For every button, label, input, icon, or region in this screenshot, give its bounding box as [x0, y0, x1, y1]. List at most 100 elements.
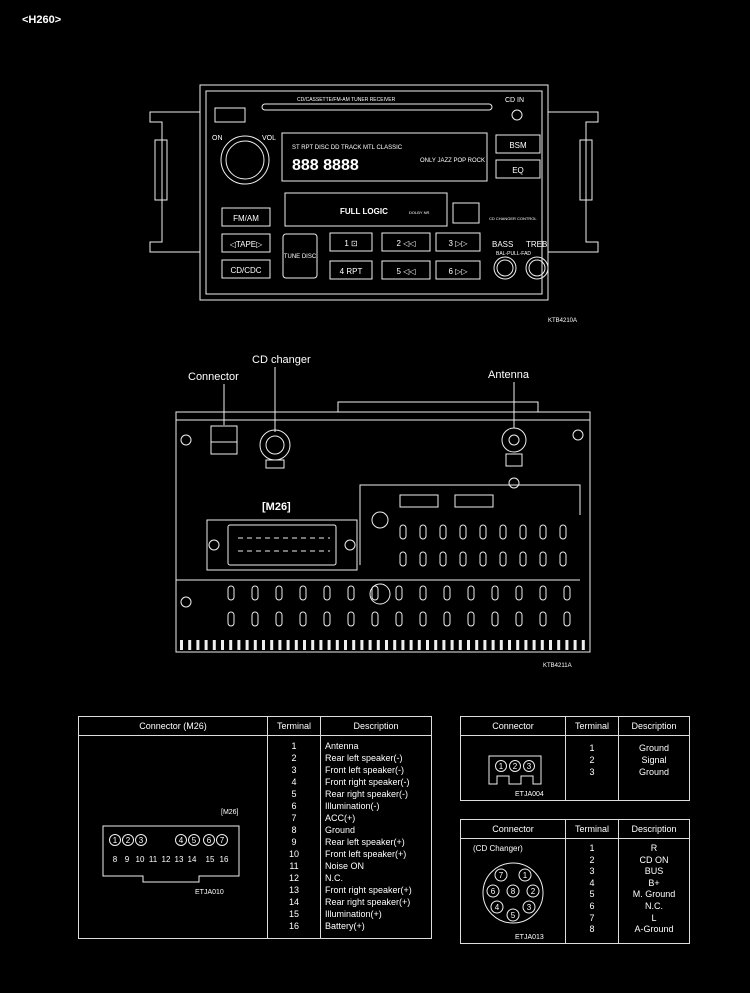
terminal-number: 9	[291, 837, 297, 847]
cdc-connector-label: (CD Changer)	[473, 844, 523, 853]
cooling-fin	[385, 640, 388, 650]
pin-label-8: 8	[511, 887, 516, 896]
terminal-number: 12	[288, 873, 299, 883]
terminal-description: Front right speaker(-)	[325, 777, 410, 787]
preset-1-label: 1 ⊡	[344, 239, 357, 248]
pin-label-1: 1	[523, 871, 528, 880]
cd-changer-pinout-table: Connector Terminal Description (CD Chang…	[460, 819, 690, 944]
m26-pinout-table: Connector (M26) Terminal Description [M2…	[78, 716, 432, 939]
pin-3	[523, 760, 535, 772]
vent-slot	[491, 585, 499, 601]
cooling-fin	[335, 640, 339, 650]
preset-6-button[interactable]	[435, 260, 481, 280]
cooling-fin	[204, 640, 208, 650]
vent-slot	[323, 585, 331, 601]
cooling-fin	[212, 640, 216, 650]
pin-label-8: 8	[113, 855, 118, 864]
vent-slot	[559, 551, 567, 567]
fm-am-button[interactable]	[221, 207, 271, 227]
bsm-button[interactable]	[495, 134, 541, 154]
pin-label-4: 4	[495, 903, 500, 912]
preset-3-label: 3 ▷▷	[449, 239, 469, 248]
vent-slot	[499, 524, 507, 540]
cooling-fin	[467, 640, 470, 650]
cooling-fin	[581, 640, 585, 650]
pin-label-3: 3	[527, 762, 532, 771]
preset-1-button[interactable]	[329, 232, 373, 252]
tape-button[interactable]	[221, 233, 271, 253]
pin-label-3: 3	[527, 903, 532, 912]
pin-label-7: 7	[220, 836, 225, 845]
terminal-description: Illumination(-)	[325, 801, 380, 811]
terminal-number: 4	[291, 777, 297, 787]
vent-slot	[299, 585, 307, 601]
terminal-number: 10	[288, 849, 299, 859]
cd-cdc-button[interactable]	[221, 259, 271, 279]
tune-disc-label: TUNE DISC	[284, 254, 317, 260]
vent-slot	[347, 585, 355, 601]
full-logic-label: FULL LOGIC	[340, 207, 388, 216]
terminal-number: 8	[291, 825, 297, 835]
cooling-fin	[549, 640, 552, 650]
vent-slot	[323, 611, 331, 627]
preset-5-button[interactable]	[381, 260, 431, 280]
on-label: ON	[212, 135, 223, 142]
m26-connector-code: ETJA010	[195, 889, 224, 896]
eq-label: EQ	[512, 166, 524, 175]
cooling-fin	[229, 640, 233, 650]
radio-front-diagram: CD/CASSETTE/FM-AM TUNER RECEIVER CD IN O…	[149, 84, 599, 324]
cassette-eject-button[interactable]	[452, 202, 480, 224]
terminal-number: 1	[291, 741, 297, 751]
tape-label: ◁TAPE▷	[230, 240, 263, 249]
cdc-col-terminal: Terminal	[565, 819, 619, 839]
vent-slot	[251, 611, 259, 627]
vent-slot	[275, 611, 283, 627]
cooling-fin	[540, 640, 544, 650]
antenna-callout: Antenna	[488, 369, 530, 381]
pin-label-16: 16	[220, 855, 229, 864]
radio-body	[199, 84, 549, 301]
cdc-col-description: Description	[618, 819, 690, 839]
preset-3-button[interactable]	[435, 232, 481, 252]
pin-6	[203, 834, 215, 846]
vent-slot	[459, 524, 467, 540]
pin-7	[216, 834, 228, 846]
vent-slot	[419, 524, 427, 540]
preset-2-button[interactable]	[381, 232, 431, 252]
pin-8	[506, 884, 520, 898]
vent-slot	[479, 524, 487, 540]
rear-code: KTB4211A	[543, 663, 572, 669]
preset-4-button[interactable]	[329, 260, 373, 280]
cooling-fin	[303, 640, 306, 650]
radio-front-code: KTB4210A	[548, 318, 577, 324]
terminal-description: Front left speaker(+)	[325, 849, 407, 859]
terminal-description: Front left speaker(-)	[325, 765, 405, 775]
bsm-label: BSM	[509, 141, 527, 150]
terminal-description: Rear left speaker(-)	[325, 753, 403, 763]
pin-label-3: 3	[139, 836, 144, 845]
pin-label-1: 1	[113, 836, 118, 845]
terminal-description: Noise ON	[325, 861, 365, 871]
vent-slot	[439, 551, 447, 567]
pin-label-4: 4	[179, 836, 184, 845]
terminal-description: N.C.	[645, 900, 663, 911]
cooling-fin	[368, 640, 372, 650]
vent-slot	[467, 585, 475, 601]
cooling-fin	[319, 640, 323, 650]
tune-disc-button[interactable]	[282, 233, 318, 279]
bass-knob[interactable]	[493, 256, 517, 280]
terminal-number: 3	[589, 866, 595, 877]
vent-slot	[479, 551, 487, 567]
volume-knob[interactable]	[220, 135, 270, 185]
treble-knob[interactable]	[525, 256, 549, 280]
eject-button[interactable]	[214, 107, 246, 123]
cooling-fin	[278, 640, 282, 650]
cooling-fin	[516, 640, 520, 650]
terminal-number: 11	[289, 861, 299, 871]
eq-button[interactable]	[495, 159, 541, 179]
